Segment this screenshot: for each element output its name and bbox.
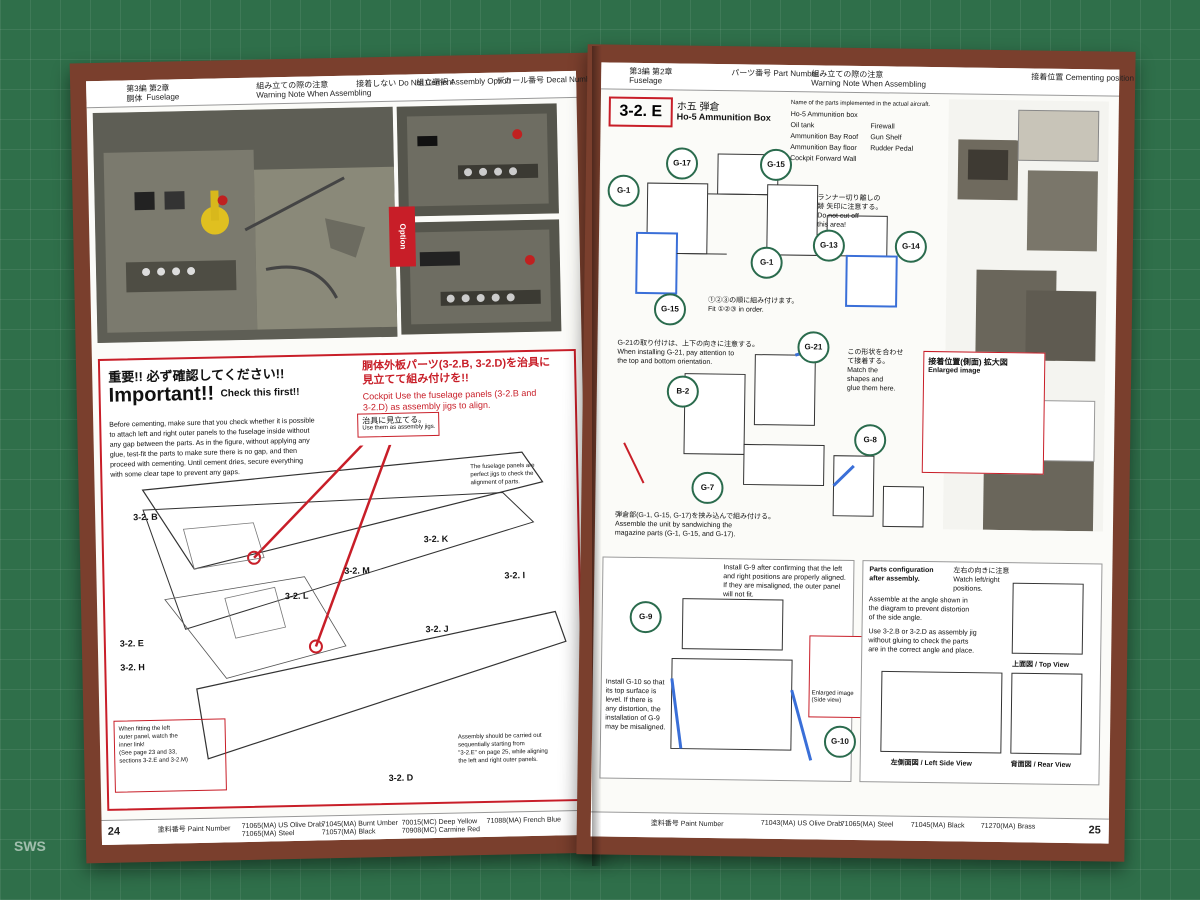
- important-title-en: Important!!: [108, 382, 215, 407]
- note-b-text: Assembly should be carried out sequentia…: [457, 732, 548, 765]
- note-match: この形状を合わせ て接着する。 Match the shapes and glu…: [846, 348, 904, 393]
- part-3-2-i: 3-2. I: [504, 570, 526, 581]
- step-title-en: Ho-5 Ammunition Box: [676, 111, 771, 123]
- ammo-box-diagram-middle: [623, 344, 925, 528]
- paint-3: 71045(MA) Burnt Umber: [321, 819, 399, 829]
- ammo-box-diagram-top: [635, 153, 898, 308]
- paint-2: 71065(MA) Steel: [241, 829, 295, 839]
- note-runner: ランナー切り離しの 跡 矢印に注意する。 Do not cut off this…: [817, 194, 883, 229]
- part-3-2-l: 3-2. L: [284, 590, 309, 602]
- page-right-footer: 塗料番号 Paint Number 71043(MA) US Olive Dra…: [590, 811, 1109, 844]
- header-chapter-right: Fuselage: [629, 75, 663, 86]
- note-order: ①②③の順に組み付けます。 Fit ①②③ in order.: [707, 296, 799, 314]
- jig-heading-en: Cockpit Use the fuselage panels (3-2.B a…: [362, 387, 537, 413]
- cockpit-photo-illustration: [92, 106, 398, 344]
- view-rear-label: 背面図 / Rear View: [1010, 761, 1071, 770]
- paint-r3: 71045(MA) Black: [910, 821, 965, 830]
- parts-config-diagram: [880, 582, 1084, 755]
- detail-photo-illustration-bottom: [399, 219, 562, 335]
- cockpit-photo-detail-bottom: [399, 219, 562, 335]
- view-top-label: 上面図 / Top View: [1012, 661, 1070, 669]
- note-a-box: When fitting the left outer panel, watch…: [113, 718, 227, 793]
- header-warning-en-right: Warning Note When Assembling: [811, 78, 927, 89]
- header-decal: デカール番号 Decal Number: [496, 74, 598, 86]
- parts-list-title: Name of the parts implemented in the act…: [790, 100, 931, 109]
- option-badge: Option: [388, 206, 417, 267]
- part-3-2-k: 3-2. K: [423, 533, 449, 545]
- page-number-left: 24: [107, 825, 121, 838]
- note-g21: G-21の取り付けは、上下の向きに注意する。 When installing G…: [617, 339, 760, 366]
- paint-6: 70908(MC) Carmine Red: [401, 826, 481, 835]
- jig-label-box: 治具に見立てる。 Use them as assembly jigs.: [357, 411, 440, 438]
- parts-list-item: Oil tank: [790, 122, 815, 130]
- header-warning-en: Warning Note When Assembling: [256, 88, 372, 100]
- step-number: 3-2. E: [608, 96, 673, 128]
- part-3-2-m: 3-2. M: [344, 565, 370, 576]
- paint-1: 71065(MA) US Olive Drab: [241, 821, 324, 831]
- part-3-2-e: 3-2. E: [119, 638, 144, 649]
- header-part-number: パーツ番号 Part Number: [731, 68, 819, 79]
- header-subtitle: 胴体: [126, 94, 143, 104]
- page-left-content: 第3編 第2章 胴体 Fuselage 組み立ての際の注意 Warning No…: [86, 70, 598, 846]
- part-3-2-j: 3-2. J: [425, 623, 449, 635]
- manual-page-right: 第3編 第2章 Fuselage パーツ番号 Part Number 組み立ての…: [576, 44, 1136, 862]
- important-check-box: 重要!! 必ず確認してください!! Important!! Check this…: [97, 348, 586, 811]
- fuselage-jig-diagram: [141, 441, 567, 760]
- cockpit-photo-main: [92, 106, 398, 344]
- note-a-text: When fitting the left outer panel, watch…: [118, 725, 189, 765]
- parts-list-item: Firewall: [870, 123, 895, 131]
- paint-r4: 71270(MA) Brass: [980, 822, 1036, 831]
- part-3-2-b: 3-2. B: [133, 511, 158, 523]
- note-magazine: 弾倉部(G-1, G-15, G-17)を挟み込んで組み付ける。 Assembl…: [614, 511, 776, 539]
- manual-page-left: 第3編 第2章 胴体 Fuselage 組み立ての際の注意 Warning No…: [69, 52, 607, 864]
- paint-label-left: 塗料番号 Paint Number: [157, 825, 231, 834]
- g9-install-diagram: [670, 598, 813, 761]
- note-g10: Install G-10 so that its top surface is …: [605, 678, 666, 732]
- g9-install-box: Install G-9 after confirming that the le…: [599, 556, 855, 782]
- enlarged-side-view-box: 接着位置(側面) 拡大図 Enlarged image: [921, 350, 1046, 475]
- cockpit-photo-detail-top: [396, 103, 559, 217]
- parts-list-item: Ho-5 Ammunition box: [790, 111, 858, 119]
- view-left-side-label: 左側面図 / Left Side View: [890, 759, 972, 768]
- page-right-header: 第3編 第2章 Fuselage パーツ番号 Part Number 組み立ての…: [601, 62, 1134, 97]
- paint-label-right: 塗料番号 Paint Number: [650, 820, 724, 829]
- header-cementing: 接着位置 Cementing position: [1031, 72, 1135, 83]
- page-left-header: 第3編 第2章 胴体 Fuselage 組み立ての際の注意 Warning No…: [86, 70, 598, 109]
- book-spine-shadow: [592, 46, 608, 866]
- jig-label-en: Use them as assembly jigs.: [362, 423, 436, 432]
- detail-photo-illustration-top: [396, 103, 559, 217]
- part-3-2-d: 3-2. D: [388, 772, 414, 784]
- paint-7: 71088(MA) French Blue: [486, 816, 562, 825]
- paint-r2: 71065(MA) Steel: [840, 820, 894, 829]
- note-g9: Install G-9 after confirming that the le…: [722, 564, 846, 599]
- page-right-content: 第3編 第2章 Fuselage パーツ番号 Part Number 組み立ての…: [590, 62, 1134, 844]
- enlarged-title-en: Enlarged image: [928, 366, 981, 375]
- enlarged-sub-text: Enlarged image (Side view): [811, 690, 854, 704]
- paint-r1: 71043(MA) US Olive Drab: [760, 819, 843, 828]
- paint-4: 71057(MA) Black: [321, 828, 376, 837]
- important-subtitle-en: Check this first!!: [220, 386, 300, 400]
- page-left-footer: 24 塗料番号 Paint Number 71065(MA) US Olive …: [101, 809, 592, 846]
- header-chapter: Fuselage: [146, 92, 180, 102]
- part-3-2-h: 3-2. H: [120, 662, 145, 673]
- watermark-logo: SWS: [14, 838, 46, 854]
- jig-heading-jp: 胴体外板パーツ(3-2.B, 3-2.D)を治具に 見立てて組み付けを!!: [361, 356, 551, 387]
- page-number-right: 25: [1088, 824, 1101, 837]
- enlarged-side-small: Enlarged image (Side view): [808, 635, 868, 719]
- parts-config-box: Parts configuration after assembly. 左右の向…: [859, 560, 1103, 786]
